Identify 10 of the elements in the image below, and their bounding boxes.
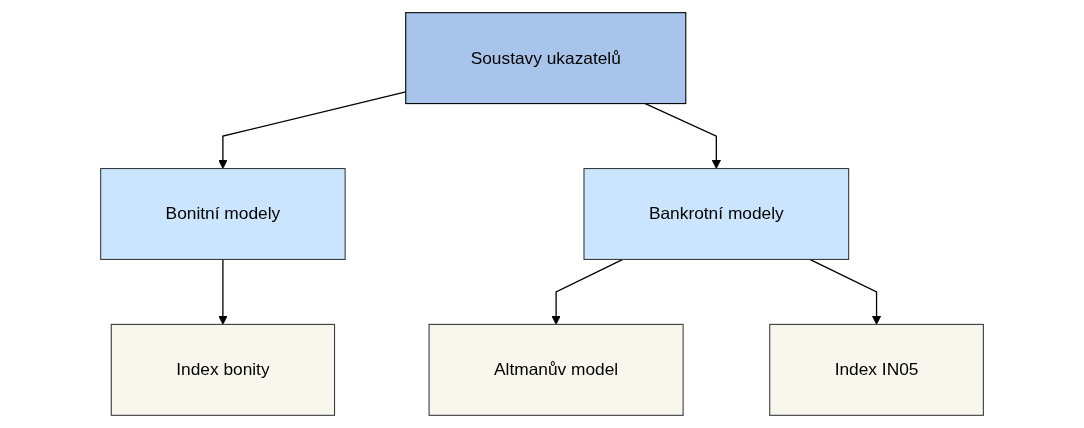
arrow bbox=[809, 258, 882, 325]
node-box: Index IN05 bbox=[769, 323, 984, 416]
arrow bbox=[218, 258, 228, 325]
arrow bbox=[644, 102, 722, 169]
arrow bbox=[551, 258, 624, 325]
node-box: Bankrotní modely bbox=[583, 168, 850, 260]
node-box: Altmanův model bbox=[428, 323, 684, 416]
node-box: Bonitní modely bbox=[100, 168, 346, 260]
node-box: Soustavy ukazatelů bbox=[405, 12, 687, 105]
node-box: Index bonity bbox=[110, 323, 336, 416]
